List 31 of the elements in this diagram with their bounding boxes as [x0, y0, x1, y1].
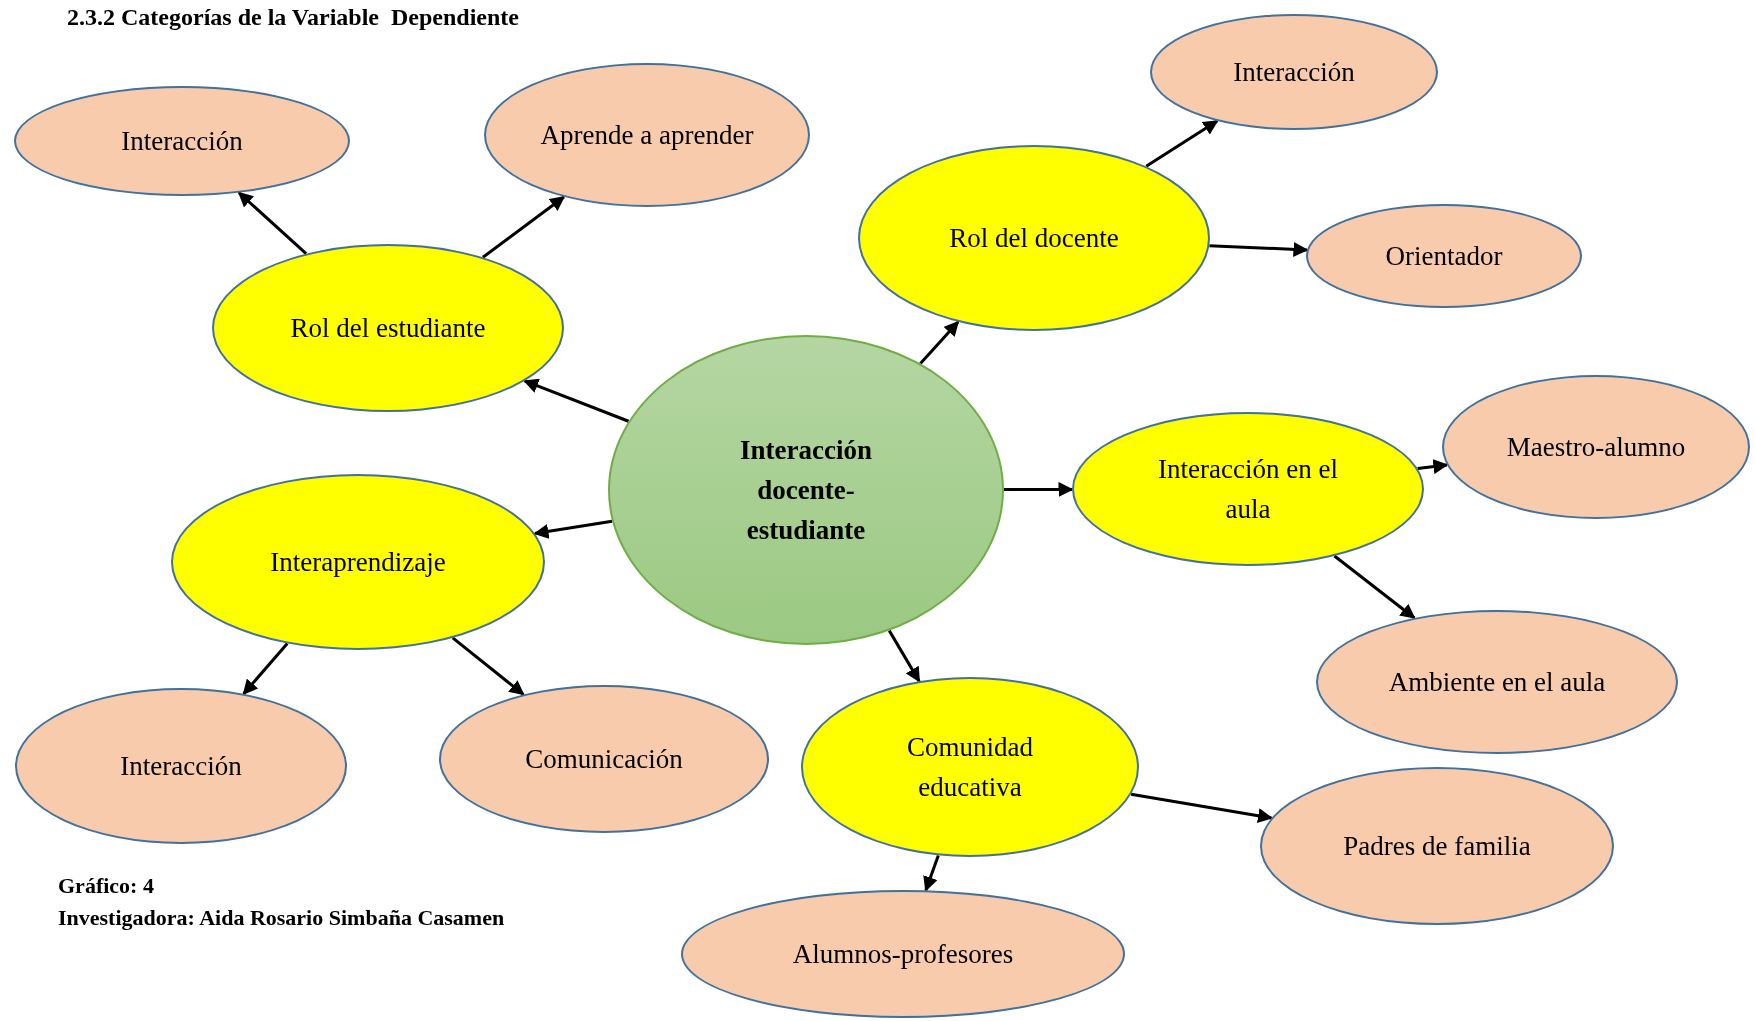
node-label: Comunicación [524, 743, 684, 776]
node-label: Interacción docente-estudiante [739, 434, 873, 547]
arrow [923, 854, 940, 892]
diagram-title: 2.3.2 Categorías de la Variable Dependiente [67, 3, 519, 32]
node-label: Alumnos-profesores [791, 938, 1015, 971]
arrow [451, 636, 525, 696]
arrow [887, 629, 921, 683]
node-label: Comunidad educativa [906, 731, 1034, 804]
node-label: Rol del estudiante [289, 312, 487, 345]
caption-note: Gráfico: 4 [58, 872, 155, 900]
node-label: Orientador [1384, 240, 1504, 273]
node-label: Ambiente en el aula [1387, 666, 1607, 699]
arrow [1145, 119, 1219, 168]
node-label: Aprende a aprender [539, 119, 755, 152]
arrow [1004, 481, 1074, 497]
node-label: Interacción [120, 125, 244, 158]
arrow [242, 642, 289, 695]
node-label: Rol del docente [948, 222, 1120, 255]
node-label: Maestro-alumno [1505, 431, 1687, 464]
arrow [1130, 792, 1273, 824]
arrow [523, 378, 630, 423]
node-label: Interacción [1232, 56, 1356, 89]
arrow [533, 519, 613, 539]
node-label: Padres de familia [1342, 830, 1532, 863]
node-label: Interaprendizaje [269, 546, 447, 579]
arrow [482, 195, 566, 259]
node-label: Interacción [119, 750, 243, 783]
node-label: Interacción en el aula [1157, 453, 1339, 526]
arrow [1333, 554, 1416, 620]
arrow [919, 320, 960, 365]
caption-note: Investigadora: Aida Rosario Simbaña Casamen [58, 904, 505, 932]
